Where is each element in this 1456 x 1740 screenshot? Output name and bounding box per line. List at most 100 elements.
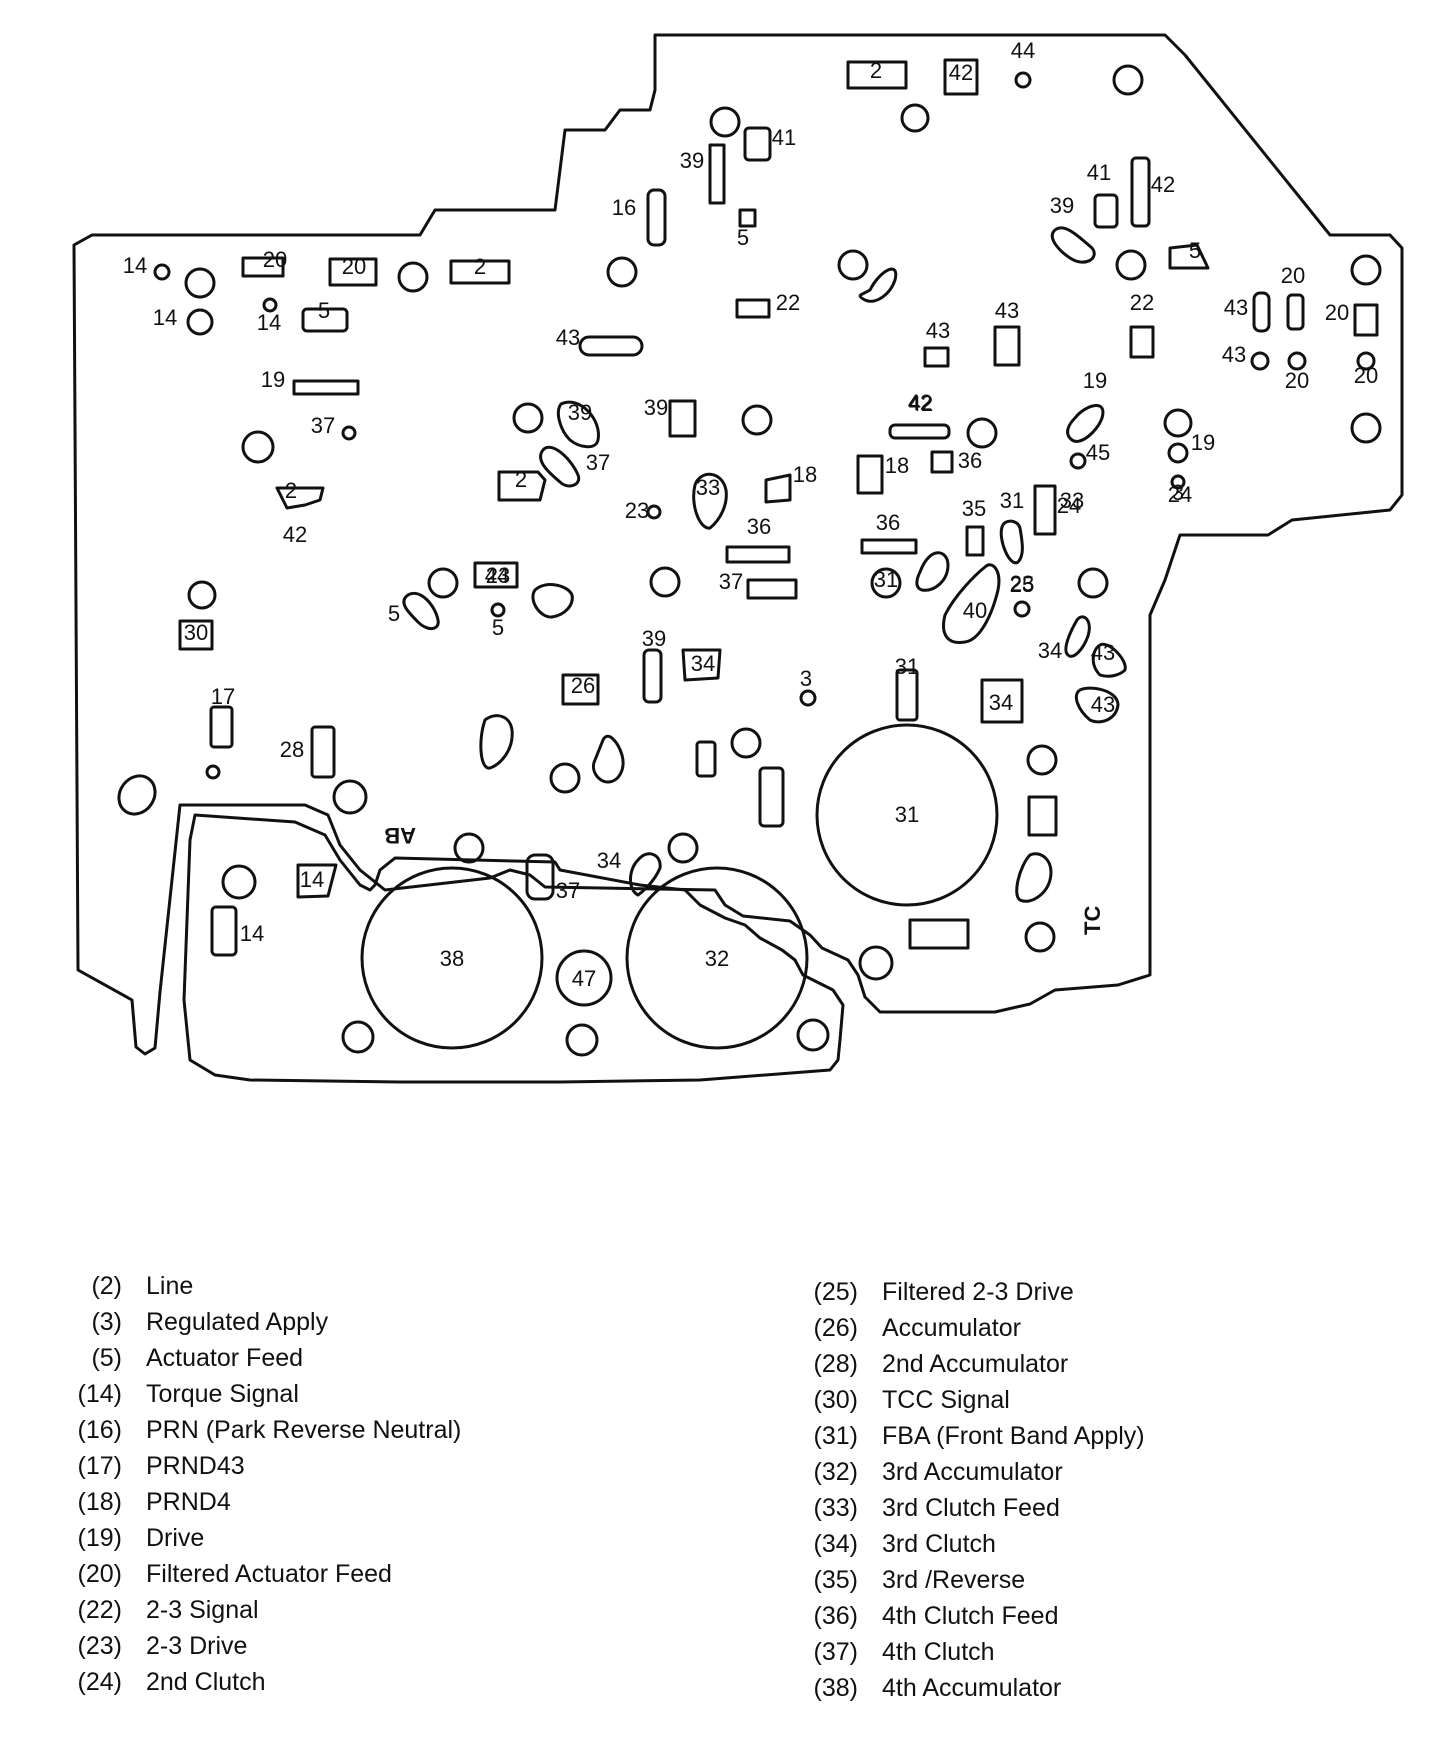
circle-38 (360, 866, 544, 1050)
bolt-hole (186, 308, 214, 336)
valve-body-gasket-diagram: 38 32 31 47 (72, 33, 1404, 1084)
port-label: 22 (1130, 290, 1154, 315)
bolt-hole (606, 256, 638, 288)
port-label: 33 (696, 475, 720, 500)
passage (629, 852, 662, 897)
legend-number: (3) (91, 1308, 122, 1336)
passage (858, 267, 898, 303)
port-label: 2 (515, 467, 527, 492)
port-label: 19 (261, 367, 285, 392)
slot (895, 668, 919, 722)
legend-label: 4th Clutch Feed (882, 1602, 1059, 1630)
port-hole (341, 425, 357, 441)
passage (402, 591, 440, 630)
port-label: 36 (876, 510, 900, 535)
legend-item: (19)Drive (64, 1520, 461, 1556)
port-label: 18 (885, 453, 909, 478)
slot (473, 561, 519, 589)
bolt-hole (730, 727, 762, 759)
port-label: 5 (318, 298, 330, 323)
slot (888, 423, 951, 440)
port-label: 23 (1010, 571, 1034, 596)
port-hole (1170, 474, 1186, 490)
passage (592, 734, 625, 784)
port-label: 42 (283, 522, 307, 547)
legend-item: (28)2nd Accumulator (800, 1346, 1145, 1382)
port-label: 37 (586, 450, 610, 475)
slot (241, 256, 285, 278)
port-label: 39 (680, 148, 704, 173)
bolt-hole (453, 832, 485, 864)
legend-label: Actuator Feed (146, 1344, 304, 1372)
port-label: 3 (1172, 480, 1184, 505)
passage (1074, 686, 1120, 724)
port-label: 24 (1057, 493, 1081, 518)
legend-item: (22)2-3 Signal (64, 1592, 461, 1628)
legend-label: PRND43 (146, 1452, 245, 1480)
port-label: 20 (1354, 363, 1378, 388)
port-label: 43 (1222, 342, 1246, 367)
slot (292, 379, 360, 396)
port-label: 44 (485, 563, 509, 588)
legend-label: TCC Signal (882, 1386, 1010, 1414)
passage (1064, 615, 1091, 658)
port-label: 2 (870, 58, 882, 83)
port-label: 20 (1285, 368, 1309, 393)
bolt-hole (966, 417, 998, 449)
port-label: 20 (1281, 263, 1305, 288)
mark-ab: AB (384, 823, 416, 848)
bolt-hole (117, 774, 157, 816)
port-label: 35 (962, 496, 986, 521)
legend-number: (16) (77, 1416, 122, 1444)
slot (1093, 193, 1119, 229)
passage (556, 400, 600, 449)
legend-label: 3rd Accumulator (882, 1458, 1063, 1486)
slot (725, 545, 791, 564)
slot (908, 918, 970, 950)
port-label: 43 (995, 298, 1019, 323)
port-hole (262, 297, 278, 313)
bolt-hole (241, 430, 275, 464)
passage (531, 583, 574, 619)
legend-number: (23) (77, 1632, 122, 1660)
port-label: 45 (1086, 440, 1110, 465)
port-label: 34 (597, 848, 621, 873)
slot (708, 143, 726, 205)
circle-label-47: 47 (572, 966, 596, 991)
slot (301, 307, 349, 333)
slot (525, 853, 555, 901)
bolt-hole (858, 945, 894, 981)
slot (275, 486, 325, 510)
bolt-hole (1024, 921, 1056, 953)
port-label: 14 (123, 253, 147, 278)
legend-label: 2-3 Signal (146, 1596, 259, 1624)
slot (668, 399, 697, 438)
legend-label: 4th Clutch (882, 1638, 995, 1666)
slot (856, 454, 884, 495)
legend-number: (18) (77, 1488, 122, 1516)
port-label: 37 (556, 878, 580, 903)
port-label: 31 (874, 567, 898, 592)
legend-label: PRND4 (146, 1488, 231, 1516)
passage (1015, 852, 1053, 903)
legend-right: (25)Filtered 2-3 Drive (26)Accumulator (… (800, 1274, 1145, 1706)
legend-number: (30) (813, 1386, 858, 1414)
slot (923, 346, 950, 368)
bolt-hole (1112, 64, 1144, 96)
port-label: 5 (492, 615, 504, 640)
port-label: 20 (342, 254, 366, 279)
slot (681, 648, 722, 682)
legend-label: 2nd Clutch (146, 1668, 266, 1696)
legend-item: (35)3rd /Reverse (800, 1562, 1145, 1598)
passage (1050, 226, 1096, 264)
slot (965, 525, 985, 557)
slot (646, 188, 667, 247)
port-label: 5 (1189, 238, 1201, 263)
port-label: 39 (1050, 193, 1074, 218)
bolt-hole (184, 267, 216, 299)
bolt-hole (649, 566, 681, 598)
port-label: 18 (793, 462, 817, 487)
bolt-hole (427, 567, 459, 599)
slot (310, 725, 336, 779)
port-label: 42 (949, 60, 973, 85)
